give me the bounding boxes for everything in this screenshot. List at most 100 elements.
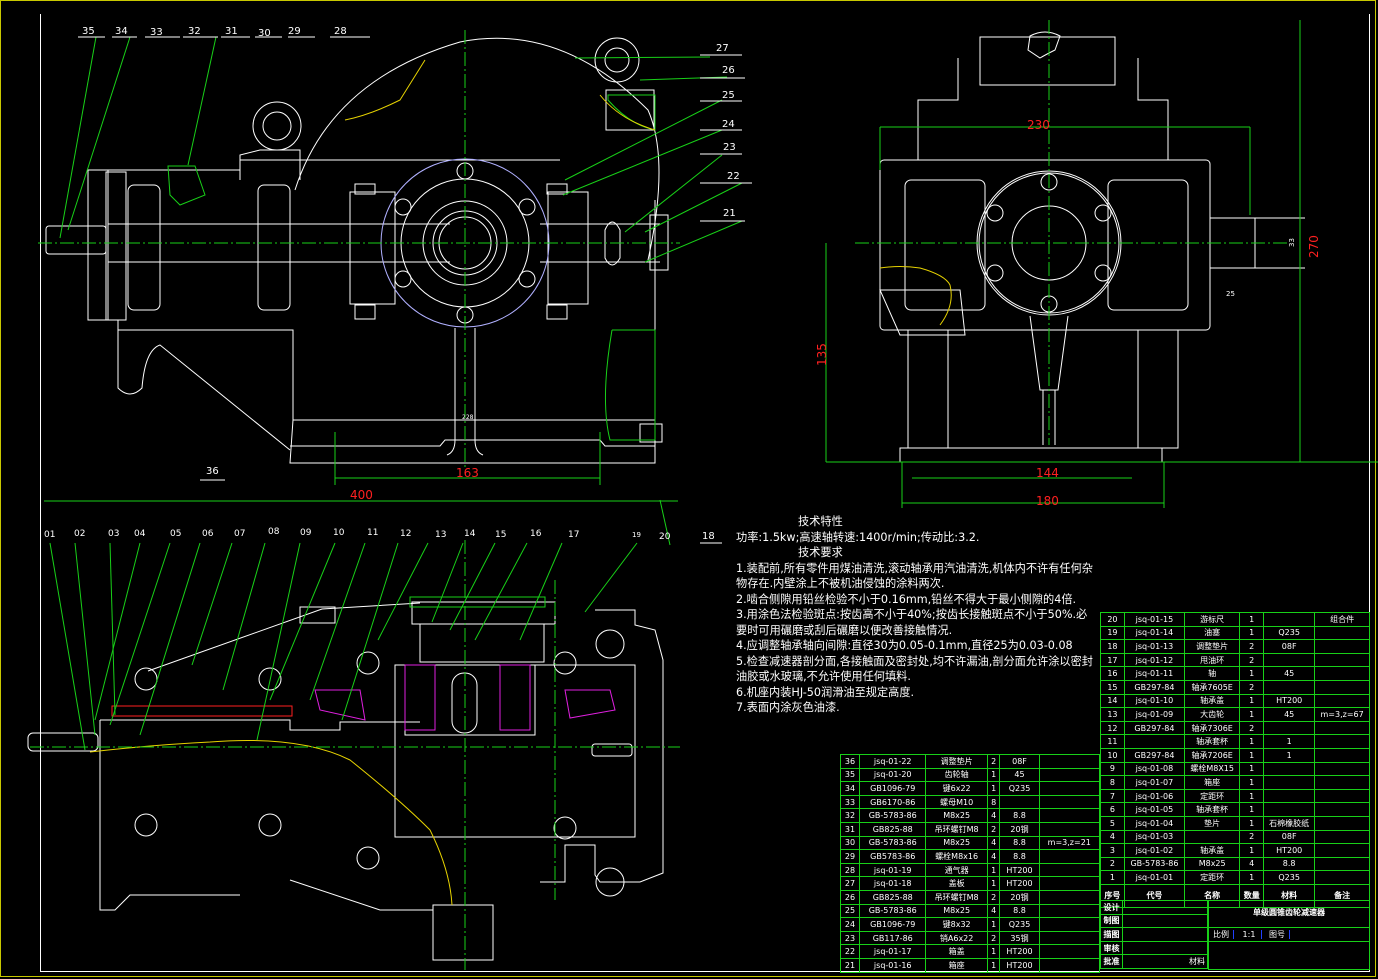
remark [1314, 666, 1370, 681]
remark [1314, 679, 1370, 695]
remark [1314, 775, 1370, 790]
part-code: GB-5783-86 [859, 808, 927, 823]
item-no: 32 [839, 808, 861, 823]
remark [1038, 754, 1101, 769]
part-name: M8x25 [925, 903, 988, 919]
part-name: 游标尺 [1184, 612, 1241, 627]
balloon-15: 15 [495, 530, 506, 540]
quantity: 1 [986, 876, 1001, 891]
quantity: 1 [986, 862, 1001, 878]
remark [1038, 767, 1101, 783]
remark [1314, 829, 1370, 845]
part-code: jsq-01-17 [859, 944, 927, 959]
quantity: 4 [1239, 856, 1265, 872]
balloon-25: 25 [722, 90, 735, 101]
item-no: 9 [1100, 761, 1125, 777]
requirement-line: 3.用涂色法检验斑点:按齿高不小于40%;按齿长接触斑点不小于50%.必要时可用… [736, 608, 1088, 637]
quantity: 1 [986, 767, 1001, 783]
quantity: 1 [1239, 788, 1265, 804]
remark [1038, 876, 1101, 891]
top-view-balloons: 01 02 03 04 05 06 07 08 09 10 11 12 13 1… [44, 527, 671, 542]
remark [1038, 930, 1101, 946]
dimension-lines [44, 20, 1378, 508]
quantity: 2 [986, 930, 1001, 946]
quantity: 2 [1239, 652, 1265, 668]
housing-outline [87, 170, 656, 464]
quantity: 1 [1239, 815, 1265, 831]
item-no: 1 [1100, 870, 1125, 885]
dim-25: 25 [1226, 290, 1235, 298]
item-no: 28 [839, 862, 861, 878]
remark [1314, 843, 1370, 858]
part-code: GB825-88 [859, 821, 927, 837]
material: 1 [1263, 747, 1316, 763]
inspection-cover [979, 36, 1116, 86]
dim-400: 400 [350, 488, 373, 502]
remark [1314, 761, 1370, 777]
part-name: 键6x22 [925, 781, 988, 796]
drawing-inner-frame [40, 14, 1370, 972]
part-code: jsq-01-14 [1123, 625, 1186, 641]
remark [1314, 734, 1370, 749]
part-name: 箱盖 [925, 944, 988, 959]
quantity: 2 [1239, 829, 1265, 845]
remark [1038, 849, 1101, 864]
part-name: 螺栓M8X15 [1184, 761, 1241, 777]
part-name: 箱座 [925, 957, 988, 973]
quantity: 1 [986, 957, 1001, 973]
part-name: 大齿轮 [1184, 707, 1241, 722]
part-code: jsq-01-09 [1123, 707, 1186, 722]
item-no: 19 [1100, 625, 1125, 641]
quantity: 2 [1239, 639, 1265, 654]
quantity: 1 [986, 917, 1001, 932]
material: 1 [1263, 734, 1316, 749]
part-name: 键8x32 [925, 917, 988, 932]
item-no: 14 [1100, 693, 1125, 709]
part-code: jsq-01-20 [859, 767, 927, 783]
balloon-13: 13 [435, 530, 446, 540]
title-block-signatures: 设计制图描图审核批准材料 [1100, 900, 1208, 969]
part-code: GB-5783-86 [859, 903, 927, 919]
header-cell: 备注 [1314, 883, 1370, 908]
material: Q235 [999, 781, 1040, 796]
side-housing [879, 159, 1211, 331]
part-name: 销A6x22 [925, 930, 988, 946]
item-no: 36 [839, 754, 861, 769]
signature-field [1122, 940, 1208, 956]
front-view [45, 37, 669, 464]
material: 石棉橡胶纸 [1263, 815, 1316, 831]
material: 35钢 [999, 930, 1040, 946]
material: 8.8 [1263, 856, 1316, 872]
balloon-20: 20 [659, 532, 671, 542]
item-no: 34 [839, 781, 861, 796]
drawing-number-label: 图号 [1264, 930, 1290, 939]
part-name: 轴承7206E [1184, 747, 1241, 763]
quantity: 1 [1239, 802, 1265, 817]
signature-label: 批准 [1100, 954, 1123, 969]
material: HT200 [999, 944, 1040, 959]
part-code: jsq-01-05 [1123, 802, 1186, 817]
material: HT200 [999, 957, 1040, 973]
remark [1314, 788, 1370, 804]
part-name: 齿轮轴 [925, 767, 988, 783]
part-name: 定距环 [1184, 870, 1241, 885]
remark [1038, 781, 1101, 796]
item-no: 31 [839, 821, 861, 837]
balloon-underlines [78, 36, 752, 544]
dim-270: 270 [1307, 235, 1321, 258]
part-name: 甩油环 [1184, 652, 1241, 668]
part-code: GB-5783-86 [1123, 856, 1186, 872]
balloon-26: 26 [722, 65, 735, 76]
balloon-22: 22 [727, 171, 740, 182]
balloon-07: 07 [234, 529, 245, 539]
material: 45 [999, 767, 1040, 783]
signature-field [1122, 900, 1208, 915]
